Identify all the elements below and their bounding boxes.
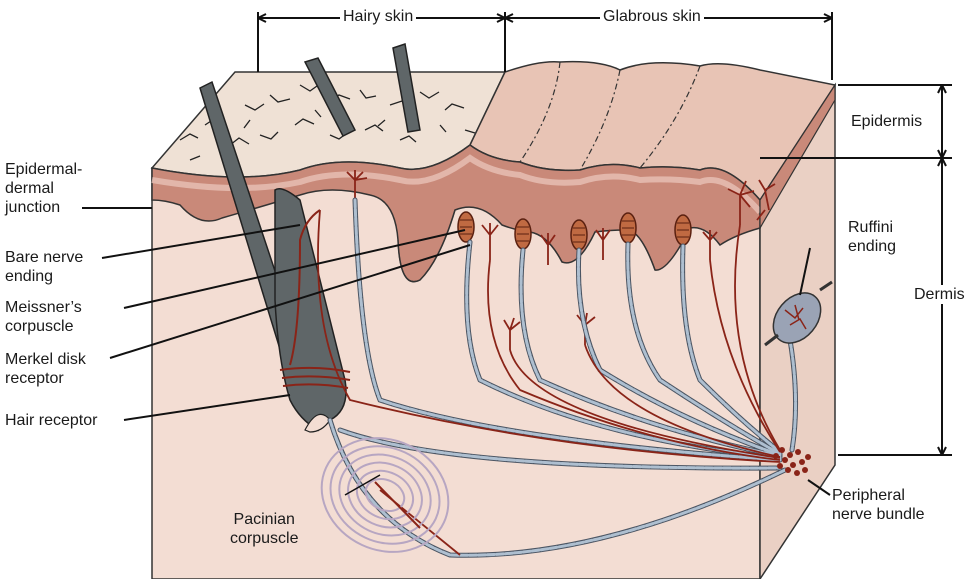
label-edj-line2: dermal	[5, 179, 82, 198]
label-hair-receptor-line1: Hair receptor	[5, 411, 97, 430]
label-epidermis: Epidermis	[851, 112, 922, 131]
label-edj-line1: Epidermal-	[5, 160, 82, 179]
label-pacinian-line1: Pacinian	[230, 510, 298, 529]
label-pacinian-corpuscle: Pacinian corpuscle	[230, 510, 298, 548]
label-pacinian-line2: corpuscle	[230, 529, 298, 548]
label-ruffini-line2: ending	[848, 237, 896, 256]
label-hairy-skin: Hairy skin	[340, 8, 416, 26]
label-meissners-corpuscle: Meissner’s corpuscle	[5, 298, 82, 336]
label-ruffini-line1: Ruffini	[848, 218, 896, 237]
label-edj-line3: junction	[5, 198, 82, 217]
label-dermis: Dermis	[912, 285, 967, 304]
label-bne-line2: ending	[5, 267, 83, 286]
label-merkel-disk-receptor: Merkel disk receptor	[5, 350, 86, 388]
label-bne-line1: Bare nerve	[5, 248, 83, 267]
label-merkel-line2: receptor	[5, 369, 86, 388]
label-ruffini-ending: Ruffini ending	[848, 218, 896, 256]
label-meissner-line1: Meissner’s	[5, 298, 82, 317]
label-peripheral-nerve-bundle: Peripheral nerve bundle	[832, 486, 925, 524]
label-meissner-line2: corpuscle	[5, 317, 82, 336]
label-peripheral-line1: Peripheral	[832, 486, 925, 505]
label-hair-receptor: Hair receptor	[5, 411, 97, 430]
label-epidermal-dermal-junction: Epidermal- dermal junction	[5, 160, 82, 217]
label-merkel-line1: Merkel disk	[5, 350, 86, 369]
label-bare-nerve-ending: Bare nerve ending	[5, 248, 83, 286]
label-glabrous-skin: Glabrous skin	[600, 8, 704, 26]
label-peripheral-line2: nerve bundle	[832, 505, 925, 524]
